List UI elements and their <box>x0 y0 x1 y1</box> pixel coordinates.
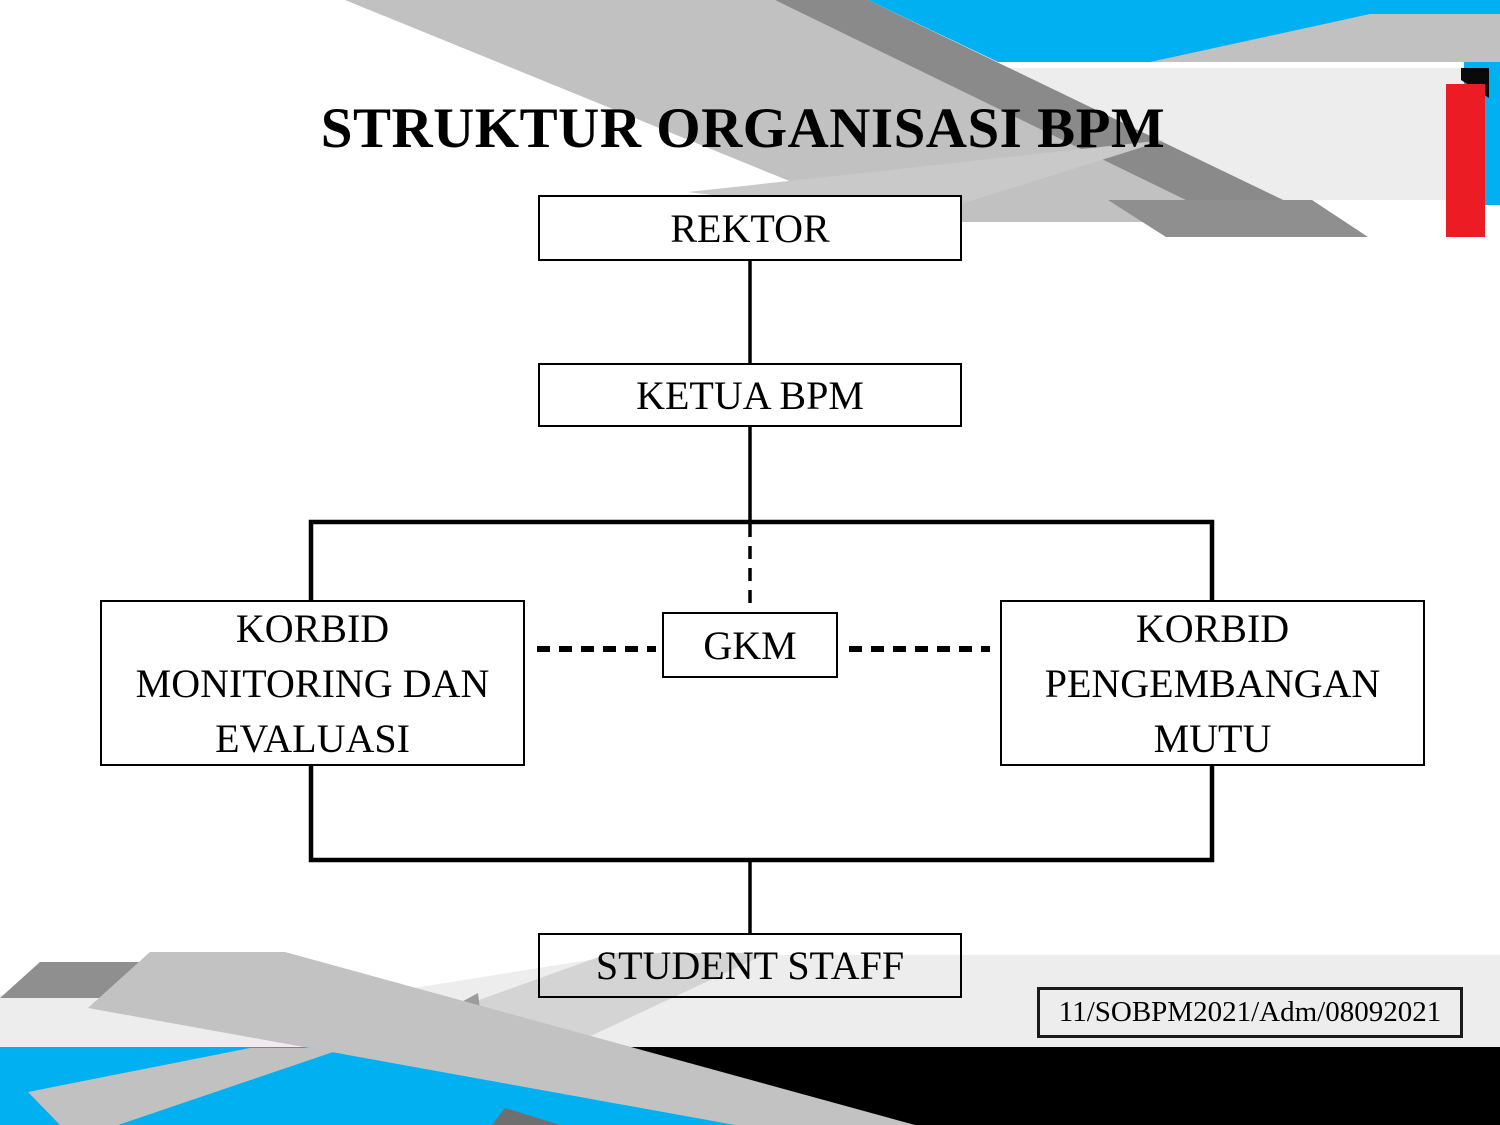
deco-x-ascending-left <box>28 1048 345 1125</box>
slide-title: STRUKTUR ORGANISASI BPM <box>320 97 1166 160</box>
connector-top-bracket <box>308 519 1215 600</box>
node-korbid-pengembangan-mutu: KORBID PENGEMBANGAN MUTU <box>1000 600 1425 766</box>
node-student-staff: STUDENT STAFF <box>538 933 962 998</box>
deco-red-bar <box>1446 84 1485 237</box>
deco-band-shadow <box>1108 200 1368 237</box>
deco-x-descending-arm <box>88 952 915 1125</box>
node-rektor: REKTOR <box>538 195 962 261</box>
deco-cyan-silver-shape <box>1150 14 1500 62</box>
doc-code-text: 11/SOBPM2021/Adm/08092021 <box>1058 996 1442 1028</box>
node-ketua-bpm: KETUA BPM <box>538 363 962 427</box>
node-gkm: GKM <box>662 612 838 678</box>
connector-bottom-bracket <box>308 766 1215 863</box>
deco-x-dark-accent <box>492 1108 560 1125</box>
node-korbid-monitoring-evaluasi: KORBID MONITORING DAN EVALUASI <box>100 600 525 766</box>
doc-code-box: 11/SOBPM2021/Adm/08092021 <box>1037 987 1463 1038</box>
deco-top-dark-stripe <box>775 0 1360 237</box>
deco-bottom-black <box>558 1047 1500 1125</box>
